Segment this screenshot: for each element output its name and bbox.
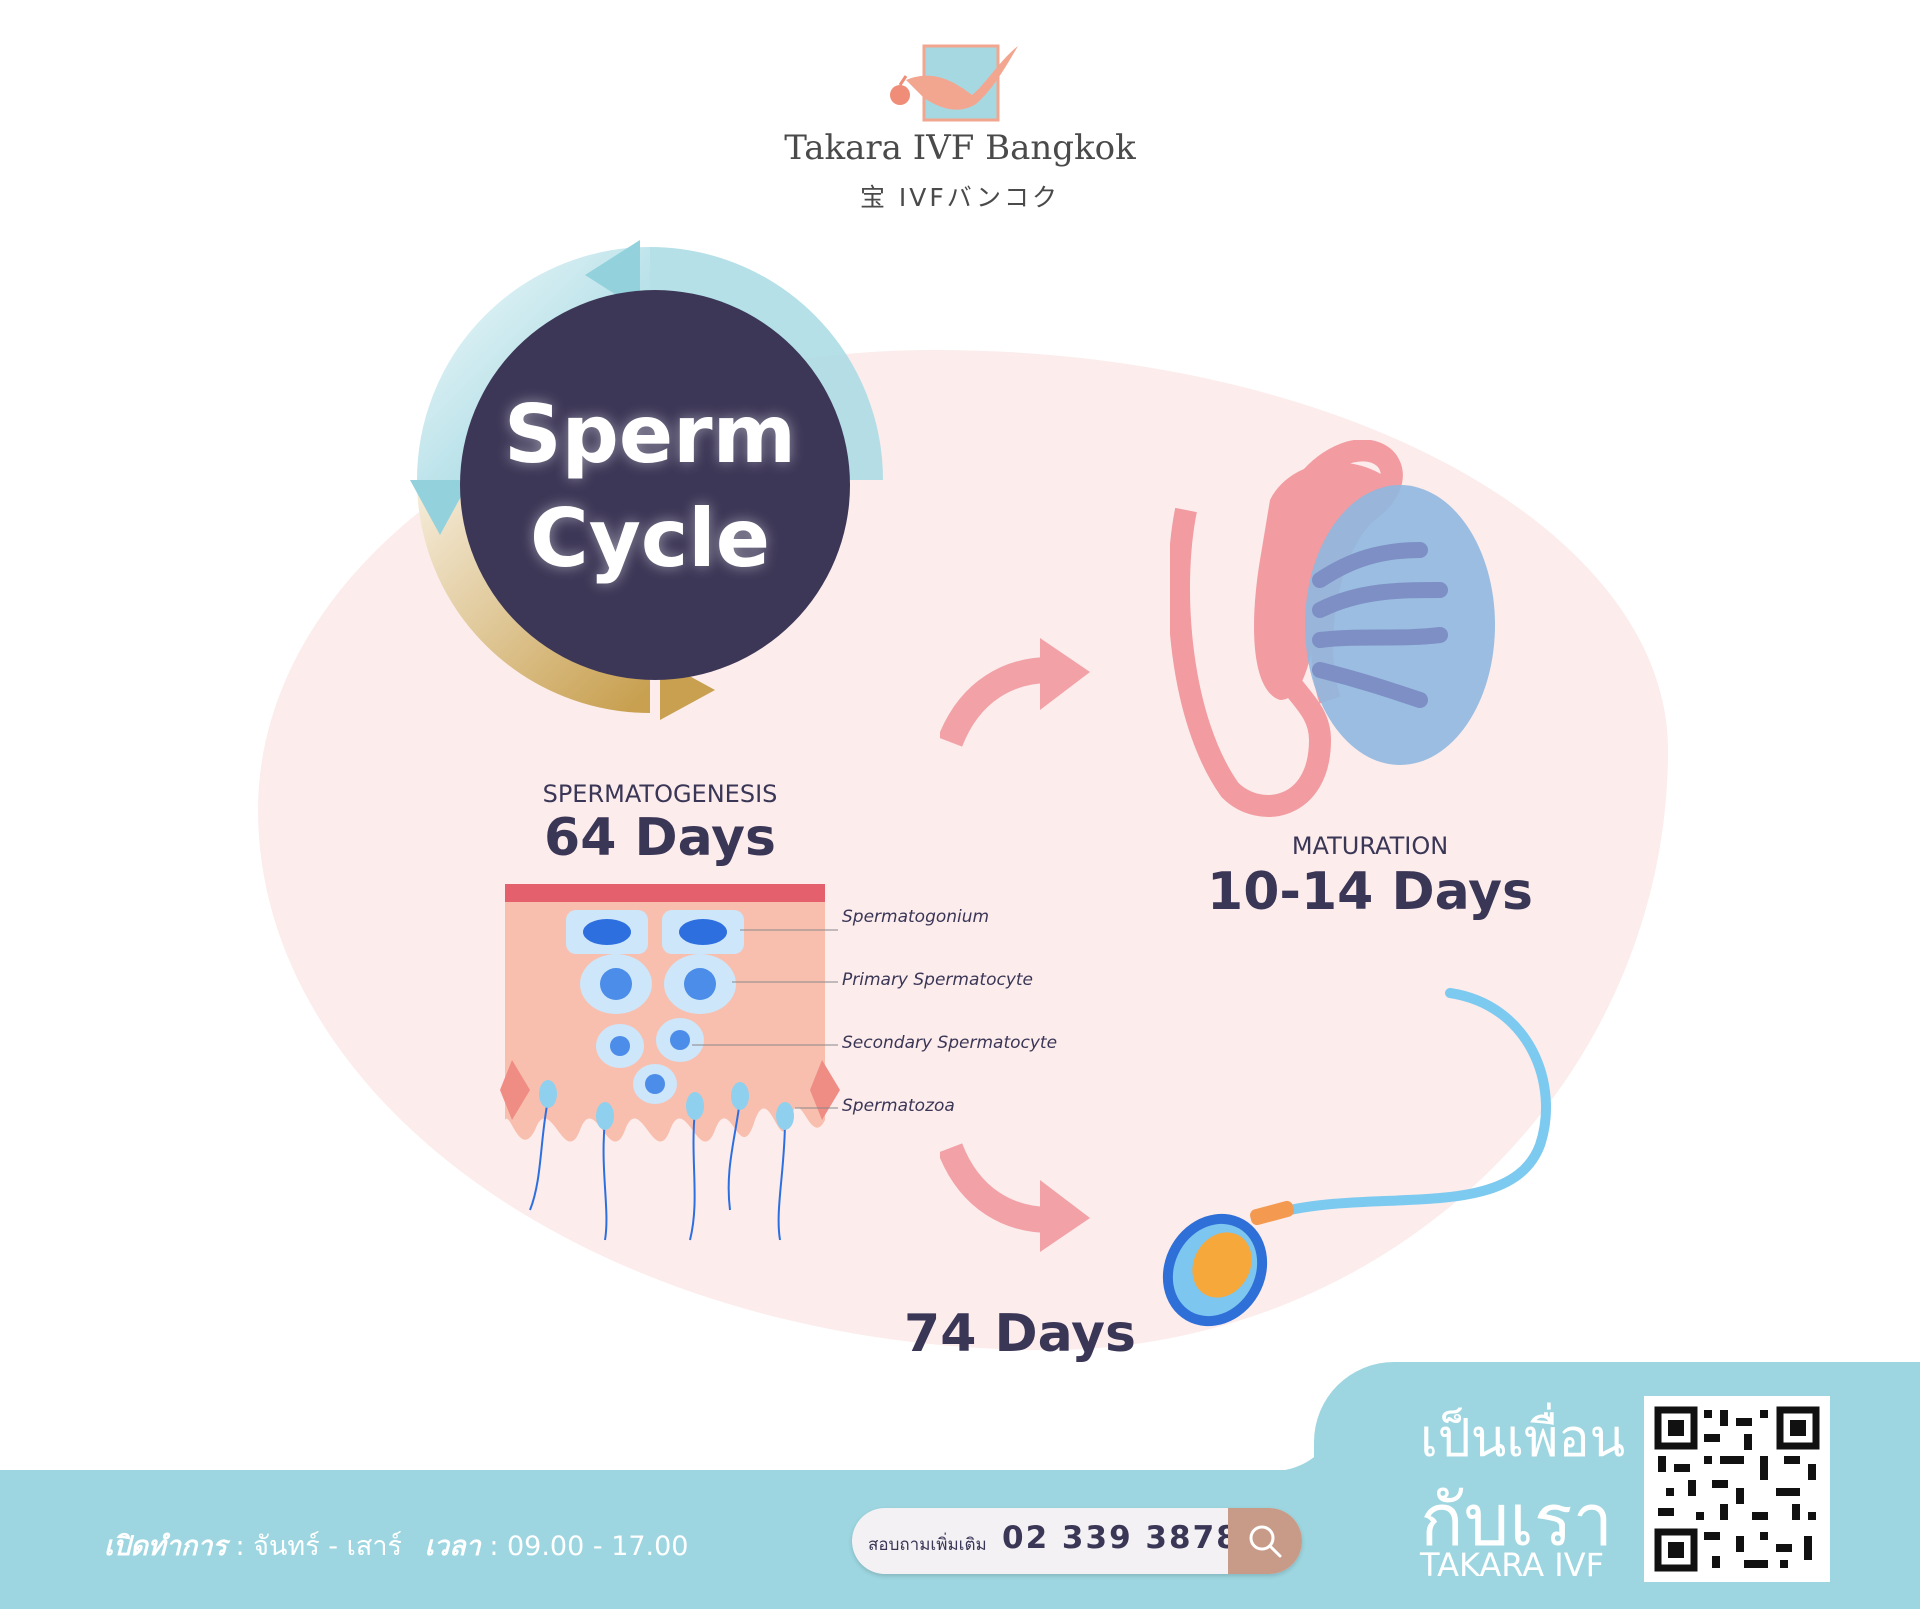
qr-code[interactable] [1644, 1396, 1830, 1582]
footer-tab-slant [1260, 1362, 1420, 1482]
opening-hours: เปิดทำการ : จันทร์ - เสาร์ เวลา : 09.00 … [104, 1524, 689, 1567]
tagline-line1: เป็นเพื่อน [1420, 1409, 1626, 1469]
spermatogenesis-label: SPERMATOGENESIS [542, 780, 778, 808]
seminiferous-tubule-illustration [500, 884, 840, 1241]
opening-days: : จันทร์ - เสาร์ [235, 1531, 403, 1562]
contact-label: สอบถามเพิ่มเติม [868, 1535, 987, 1555]
sperm-illustration [1162, 988, 1551, 1327]
testis-illustration [1170, 440, 1495, 817]
brand-name: Takara IVF Bangkok [784, 128, 1136, 168]
total-days: 74 Days [904, 1304, 1136, 1364]
cell-label-spermatogonium: Spermatogonium [842, 907, 990, 927]
cell-label-spermatozoa: Spermatozoa [842, 1096, 955, 1116]
cycle-title-line1: Sperm [504, 388, 796, 481]
opening-hours-label: เปิดทำการ [104, 1531, 227, 1562]
maturation-label: MATURATION [1291, 832, 1449, 860]
search-button[interactable] [1228, 1508, 1302, 1574]
brand-name-jp: 宝 IVFバンコク [859, 183, 1061, 212]
arrow-to-maturation-icon [940, 638, 1090, 748]
qr-code-icon [1654, 1406, 1820, 1572]
opening-time-label: เวลา [424, 1531, 481, 1562]
tagline-line3: TAKARA IVF [1420, 1546, 1604, 1584]
cell-label-primary-spermatocyte: Primary Spermatocyte [842, 970, 1034, 990]
phone-number[interactable]: 02 339 3878 [1002, 1520, 1240, 1556]
tagline-line2: กับเรา [1420, 1478, 1614, 1562]
maturation-days: 10-14 Days [1207, 862, 1533, 922]
search-icon [1249, 1525, 1282, 1558]
cell-label-secondary-spermatocyte: Secondary Spermatocyte [842, 1033, 1058, 1053]
spermatogenesis-days: 64 Days [544, 808, 776, 868]
opening-time: : 09.00 - 17.00 [489, 1531, 689, 1562]
cycle-title-line2: Cycle [530, 492, 770, 585]
contact-pill[interactable] [852, 1508, 1302, 1574]
stork-logo-icon [890, 44, 1018, 122]
sperm-cycle-graphic [410, 240, 883, 720]
arrow-to-sperm-icon [940, 1142, 1090, 1252]
